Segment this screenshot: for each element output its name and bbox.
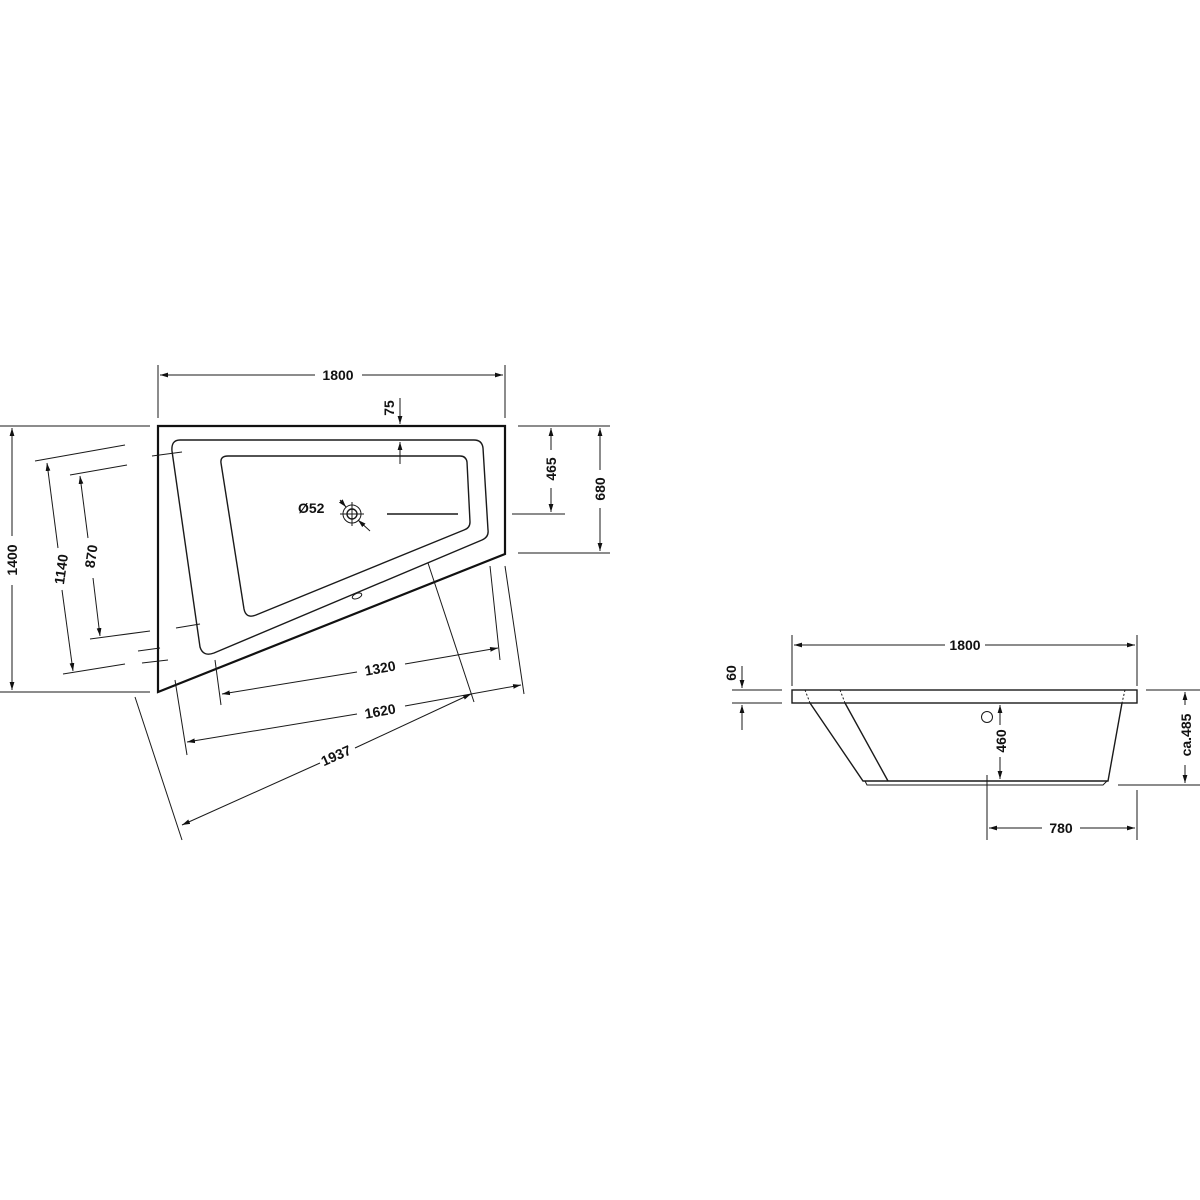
overflow-icon bbox=[981, 711, 993, 723]
drain-position-label: 780 bbox=[1049, 820, 1073, 836]
rim-offset-label: 75 bbox=[381, 400, 397, 416]
rim-height-label: 60 bbox=[723, 665, 739, 681]
tub-rim-inner bbox=[171, 439, 489, 655]
tub-body bbox=[809, 702, 1123, 782]
basin-label: 870 bbox=[82, 543, 101, 569]
inner-rim-label: 1140 bbox=[51, 553, 71, 586]
inner-depth-label: 460 bbox=[993, 729, 1009, 753]
plan-width-label: 1800 bbox=[322, 367, 353, 383]
drain-diameter-label: Ø52 bbox=[298, 500, 325, 516]
depth-label: 1400 bbox=[4, 544, 20, 575]
drain-icon bbox=[340, 502, 364, 526]
rim-length-label: 1620 bbox=[363, 700, 397, 721]
tub-outline bbox=[156, 424, 507, 694]
right-side-label: 680 bbox=[592, 477, 608, 501]
drain-offset-label: 465 bbox=[543, 457, 559, 481]
diagonal-label: 1937 bbox=[318, 742, 353, 769]
side-width-label: 1800 bbox=[949, 637, 980, 653]
total-height-label: ca.485 bbox=[1178, 713, 1194, 756]
side-view: 1800 60 460 ca.485 780 bbox=[723, 635, 1200, 840]
plan-view: Ø52 1800 75 465 680 1400 bbox=[0, 365, 610, 841]
basin-length-label: 1320 bbox=[363, 657, 397, 678]
tub-rim bbox=[791, 689, 1138, 704]
tub-basin bbox=[220, 455, 471, 617]
